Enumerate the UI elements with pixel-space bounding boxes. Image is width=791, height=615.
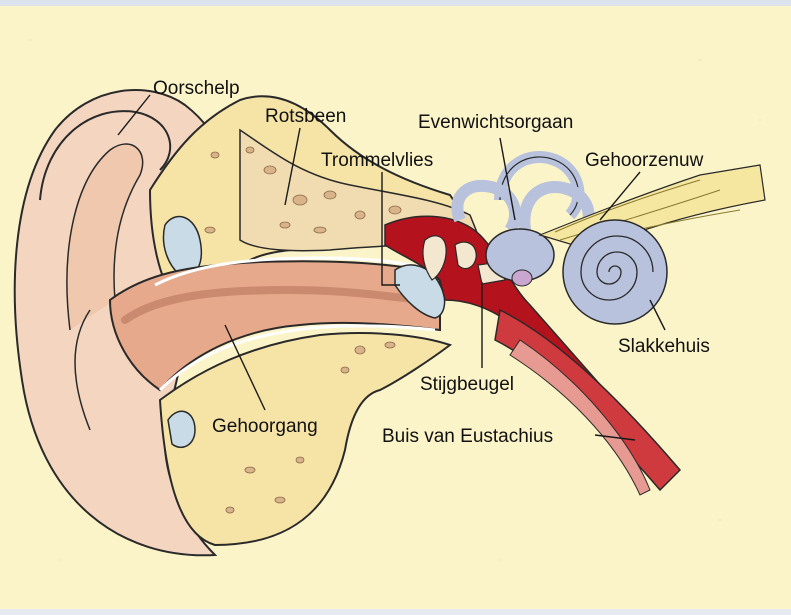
ossicle-incus — [455, 242, 476, 268]
label-evenwichtsorgaan: Evenwichtsorgaan — [418, 112, 573, 133]
label-gehoorzenuw: Gehoorzenuw — [585, 150, 704, 171]
frame-bottom — [0, 609, 791, 615]
label-rotsbeen: Rotsbeen — [265, 106, 346, 127]
label-trommelvlies: Trommelvlies — [321, 150, 433, 171]
label-slakkehuis: Slakkehuis — [618, 336, 710, 357]
label-gehoorgang: Gehoorgang — [212, 416, 318, 437]
label-stijgbeugel: Stijgbeugel — [420, 374, 514, 395]
lower-cartilage-pocket — [168, 411, 195, 447]
oval-window — [512, 270, 532, 286]
label-buis-van-eustachius: Buis van Eustachius — [382, 426, 553, 447]
label-oorschelp: Oorschelp — [153, 78, 240, 99]
